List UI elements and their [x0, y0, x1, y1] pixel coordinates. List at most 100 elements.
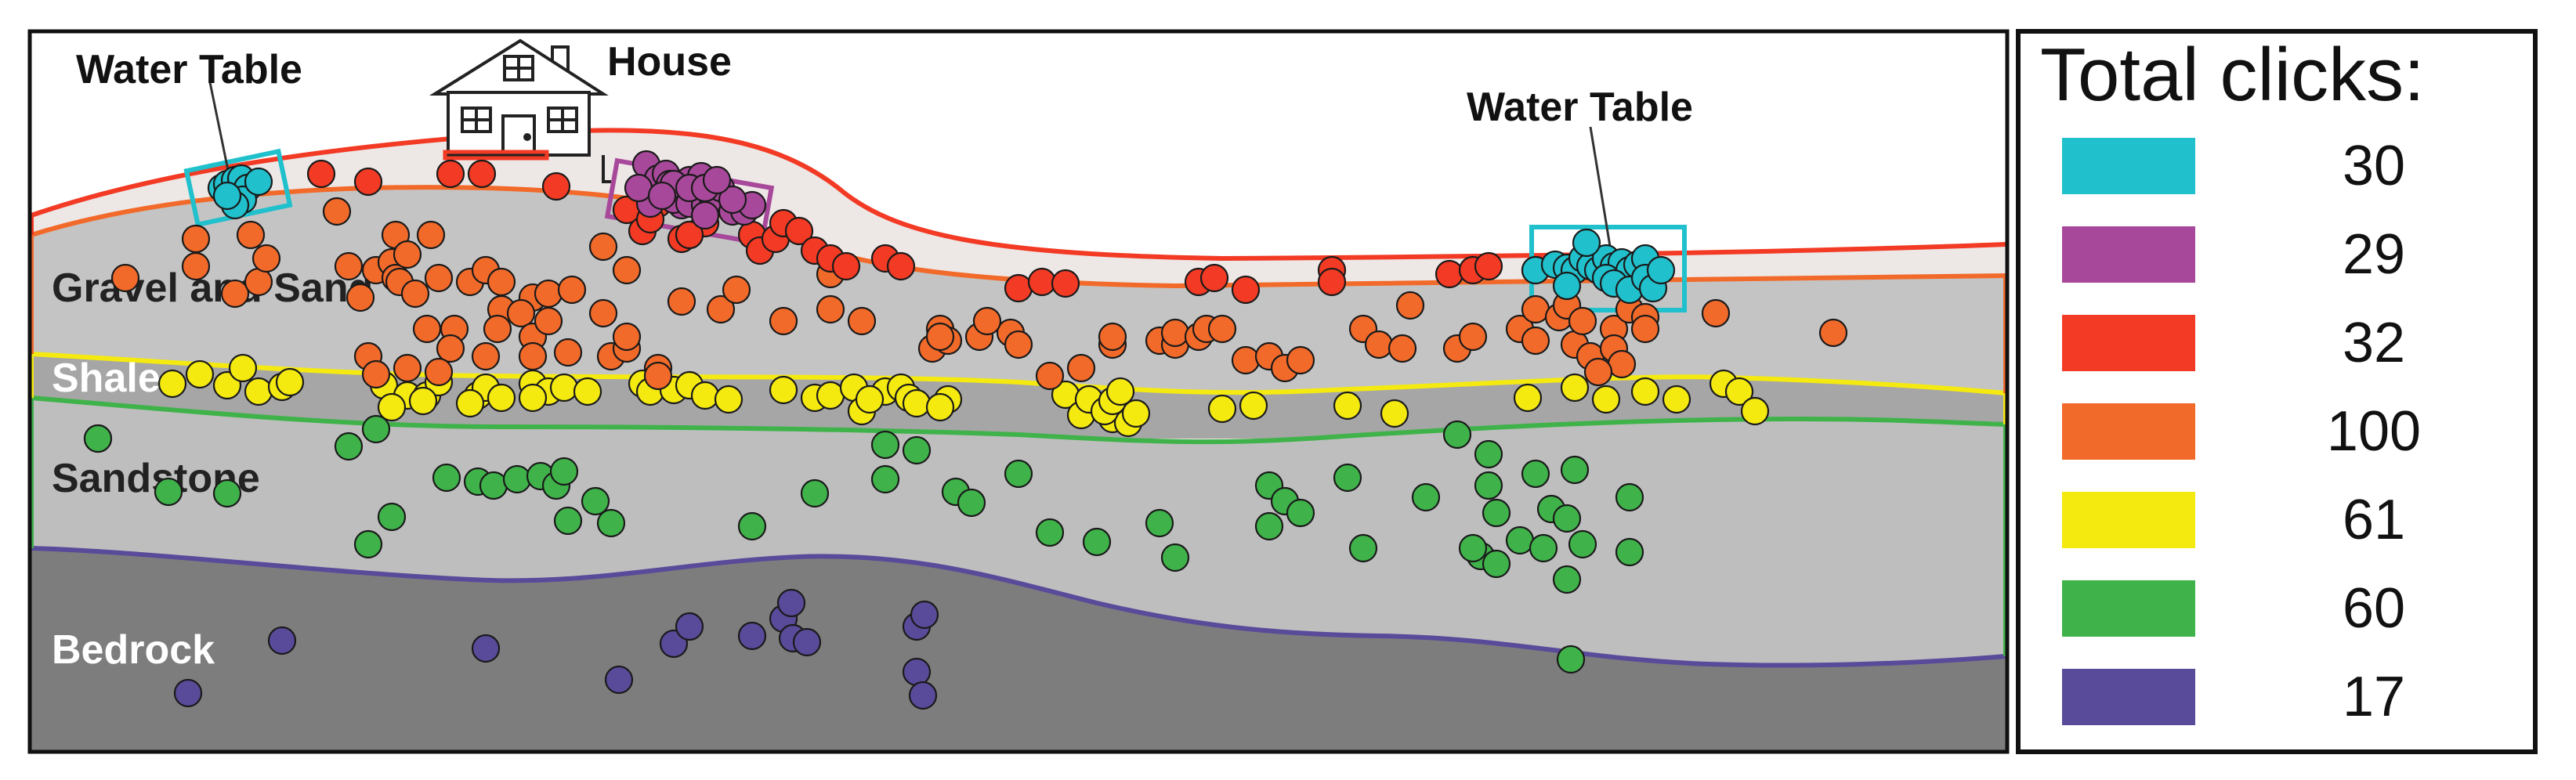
click-dot	[1552, 271, 1582, 301]
legend-swatch	[2062, 138, 2195, 194]
click-dot	[553, 338, 583, 367]
click-dot	[1027, 267, 1057, 297]
click-dot	[573, 377, 602, 406]
legend-count: 30	[2343, 135, 2405, 197]
click-dot	[1482, 498, 1511, 528]
click-dot	[1035, 361, 1065, 391]
click-dot	[1395, 291, 1425, 320]
click-dot	[471, 341, 501, 371]
click-dot	[416, 220, 446, 250]
click-dot	[816, 381, 845, 410]
click-dot	[1105, 377, 1135, 406]
legend-count: 32	[2343, 312, 2405, 374]
click-dot	[1615, 537, 1644, 567]
click-dot	[714, 385, 743, 414]
click-dot	[353, 167, 383, 197]
click-dot	[1286, 345, 1315, 375]
click-dot	[870, 464, 900, 494]
legend-count: 100	[2327, 400, 2421, 463]
water-table-left-label: Water Table	[76, 47, 302, 92]
house-highlight-box	[443, 150, 549, 161]
legend-swatch	[2062, 492, 2195, 548]
click-dot	[502, 464, 532, 494]
water-table-right-label: Water Table	[1467, 85, 1693, 130]
legend-swatch	[2062, 226, 2195, 283]
click-dot	[1521, 294, 1550, 324]
click-dot	[737, 511, 767, 541]
click-dot	[588, 232, 618, 262]
house-label: House	[607, 39, 732, 85]
click-dot	[334, 251, 364, 281]
click-dot	[1239, 391, 1268, 421]
click-dot	[393, 240, 422, 269]
click-dot	[910, 600, 939, 630]
click-dot	[471, 634, 501, 663]
click-dot	[1630, 377, 1660, 406]
click-dot	[1145, 508, 1174, 538]
click-dot	[506, 298, 536, 328]
click-dot	[588, 298, 618, 328]
click-dot	[1380, 399, 1409, 428]
click-dot	[1004, 459, 1033, 489]
click-dot	[1231, 275, 1261, 305]
click-dot	[1286, 498, 1315, 528]
click-dot	[908, 681, 938, 710]
click-dot	[408, 386, 438, 416]
click-dot	[549, 373, 579, 403]
click-dot	[870, 430, 900, 460]
click-dot	[1482, 549, 1511, 579]
click-dot	[1458, 533, 1488, 563]
click-dot	[244, 377, 273, 406]
click-dot	[957, 488, 986, 518]
click-dot	[776, 588, 806, 618]
legend-swatch	[2062, 403, 2195, 460]
click-dot	[1160, 543, 1190, 572]
click-dot	[487, 267, 516, 297]
click-dot	[1552, 565, 1582, 594]
click-dot	[816, 294, 845, 324]
click-dot	[1254, 511, 1284, 541]
legend-count: 60	[2343, 577, 2405, 640]
click-dot	[624, 173, 653, 203]
legend-count: 29	[2343, 223, 2405, 286]
click-dot	[251, 244, 281, 273]
click-dot	[377, 392, 407, 422]
click-dot	[267, 626, 297, 655]
click-dot	[1505, 525, 1535, 555]
click-dot	[1583, 357, 1613, 387]
click-dot	[185, 359, 215, 389]
click-dot	[154, 477, 183, 507]
click-dot	[1387, 334, 1417, 363]
click-dot	[647, 181, 677, 211]
click-dot	[581, 486, 610, 516]
click-dot	[353, 529, 383, 559]
click-dot	[518, 383, 548, 413]
click-dot	[377, 502, 407, 532]
click-dot	[110, 263, 140, 293]
click-dot	[1556, 645, 1586, 674]
click-dot	[1646, 255, 1676, 285]
click-dot	[1513, 383, 1543, 413]
click-dot	[212, 478, 242, 508]
click-dot	[847, 306, 877, 336]
click-dot	[706, 294, 736, 324]
click-dot	[1560, 373, 1590, 403]
click-dot	[361, 359, 391, 389]
click-dot	[1458, 322, 1488, 352]
click-dot	[424, 263, 454, 293]
click-dot	[1035, 518, 1065, 547]
click-dot	[83, 424, 113, 453]
click-dot	[361, 414, 391, 444]
click-dot	[1521, 459, 1550, 489]
click-dot	[675, 220, 704, 250]
click-dot	[784, 216, 814, 246]
legend-count: 61	[2343, 489, 2405, 551]
click-dot	[1333, 391, 1362, 421]
shale-layer	[31, 354, 2006, 439]
gravel-and-sand-label: Gravel and Sand	[52, 265, 373, 311]
click-dot	[181, 224, 211, 254]
click-dot	[534, 306, 563, 336]
click-dot	[228, 353, 258, 383]
